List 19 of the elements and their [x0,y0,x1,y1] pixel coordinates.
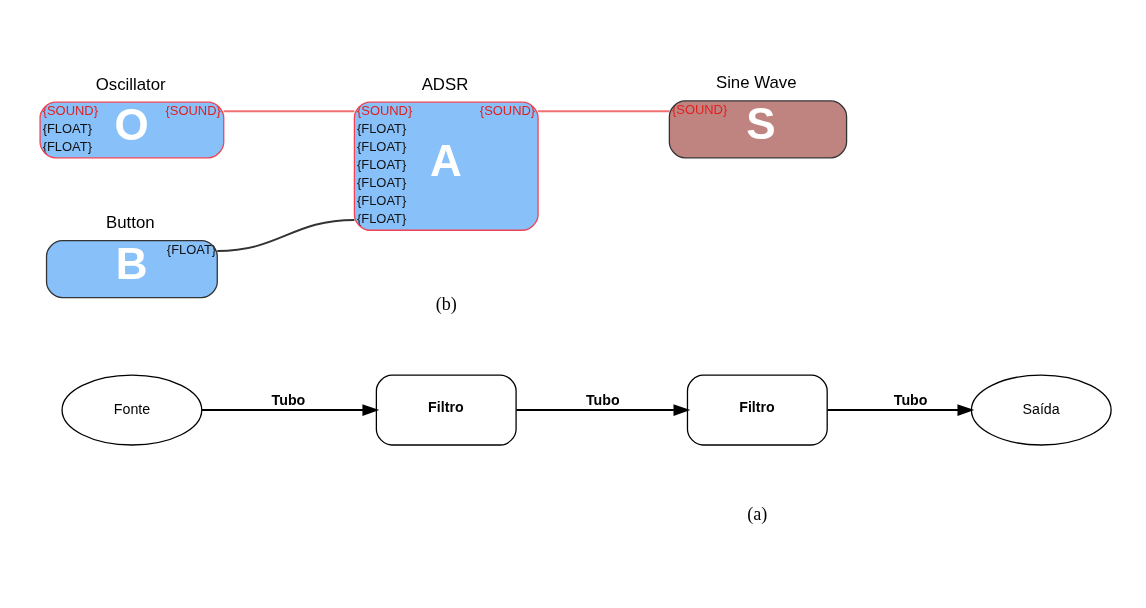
node-label: ADSR [421,74,469,94]
label: (b) [435,294,457,315]
node-box: Filtro [686,374,828,446]
connector [222,110,356,113]
node-label: Oscillator [95,74,166,94]
edge-label: Tubo [271,391,306,408]
node-label: Button [106,213,155,233]
edge-label: Tubo [585,391,620,408]
arrow [515,404,691,416]
arrow [826,404,975,416]
node-box: Filtro [375,374,517,446]
node-ellipse: Fonte [61,374,203,446]
edge-label: Tubo [893,391,928,408]
label: (a) [747,503,768,524]
connector [216,218,356,252]
node-label: Sine Wave [715,73,797,93]
arrow [201,404,380,416]
connector [537,110,671,113]
node-ellipse: Saída [970,374,1112,446]
